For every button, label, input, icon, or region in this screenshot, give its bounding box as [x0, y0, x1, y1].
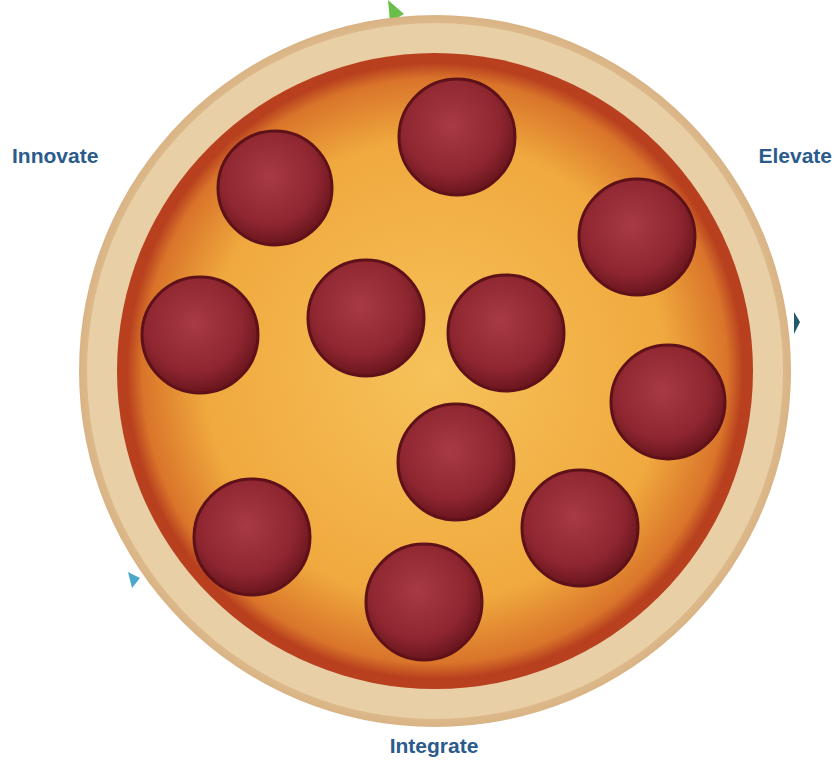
arrow-fragment	[128, 572, 140, 588]
cycle-label: Elevate	[758, 143, 832, 168]
pizza-sauce	[117, 53, 753, 689]
pizza-crust-rim	[87, 23, 783, 719]
pizza-cheese	[127, 63, 743, 679]
cycle-label: Integrate	[390, 733, 479, 758]
cycle-label: Innovate	[12, 143, 98, 168]
arrow-fragment	[794, 312, 800, 334]
pizza-crust	[79, 15, 791, 727]
pepperoni	[142, 79, 725, 660]
